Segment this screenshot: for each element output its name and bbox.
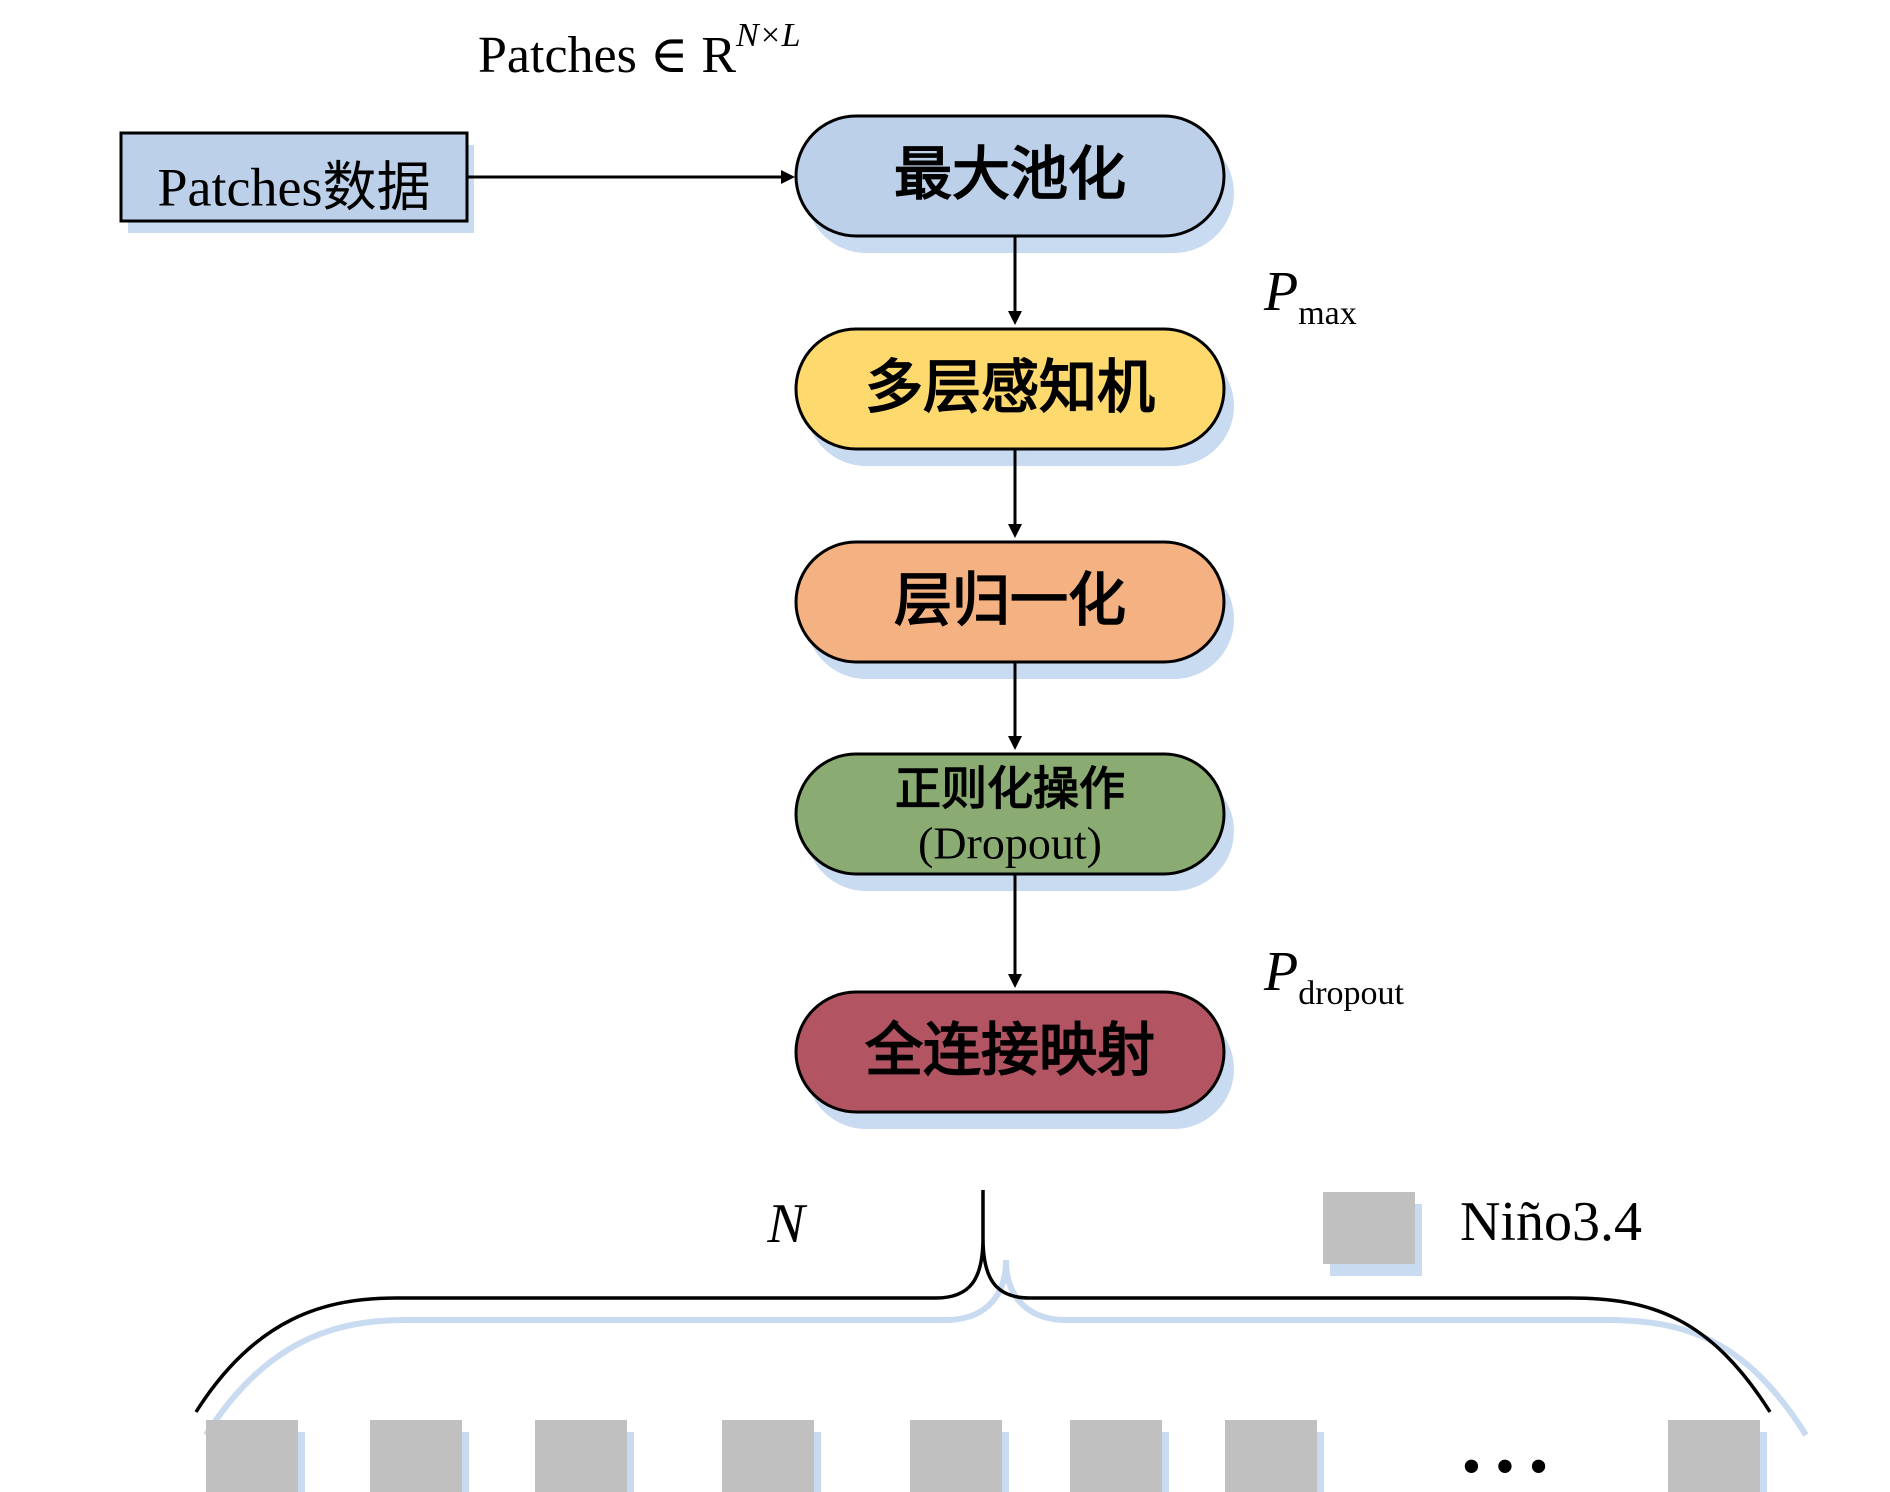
node-layer-norm: 层归一化	[794, 540, 1234, 679]
legend: Niño3.4	[1323, 1191, 1642, 1276]
ellipsis: • • •	[1462, 1436, 1549, 1492]
node-dropout: 正则化操作 (Dropout)	[794, 752, 1234, 891]
input-label: Patches数据	[158, 157, 431, 217]
node-label-layer-norm: 层归一化	[894, 566, 1126, 634]
patch-square	[206, 1420, 298, 1492]
patch-square	[535, 1420, 627, 1492]
patch-row	[206, 1420, 1767, 1492]
p-dropout-sub: dropout	[1298, 975, 1404, 1012]
node-label-max-pooling: 最大池化	[894, 140, 1126, 208]
p-max-main: P	[1263, 261, 1298, 323]
input-box: Patches数据	[119, 131, 474, 233]
patch-square	[910, 1420, 1002, 1492]
node-label-mlp: 多层感知机	[865, 353, 1155, 421]
brace-label: N	[766, 1193, 807, 1255]
node-label-fc-mapping: 全连接映射	[864, 1016, 1155, 1084]
node-mlp: 多层感知机	[794, 327, 1234, 466]
annotation-p-dropout: Pdropout	[1263, 941, 1405, 1012]
curly-brace	[194, 1190, 1809, 1437]
patch-square	[370, 1420, 462, 1492]
legend-label: Niño3.4	[1460, 1191, 1642, 1253]
p-max-sub: max	[1298, 295, 1357, 332]
title-text: Patches ∈ RN×L	[478, 17, 801, 84]
patch-square	[722, 1420, 814, 1492]
node-label-dropout: 正则化操作	[895, 762, 1125, 816]
p-dropout-main: P	[1263, 941, 1298, 1003]
patch-square	[1225, 1420, 1317, 1492]
patch-square	[1070, 1420, 1162, 1492]
title-superscript: N×L	[735, 17, 801, 54]
node-sublabel-dropout: (Dropout)	[918, 818, 1102, 869]
node-fc-mapping: 全连接映射	[794, 990, 1234, 1129]
title-main: Patches ∈ R	[478, 27, 736, 84]
node-max-pooling: 最大池化	[794, 114, 1234, 253]
legend-swatch	[1323, 1192, 1415, 1264]
patch-square	[1668, 1420, 1760, 1492]
annotation-p-max: Pmax	[1263, 261, 1357, 332]
